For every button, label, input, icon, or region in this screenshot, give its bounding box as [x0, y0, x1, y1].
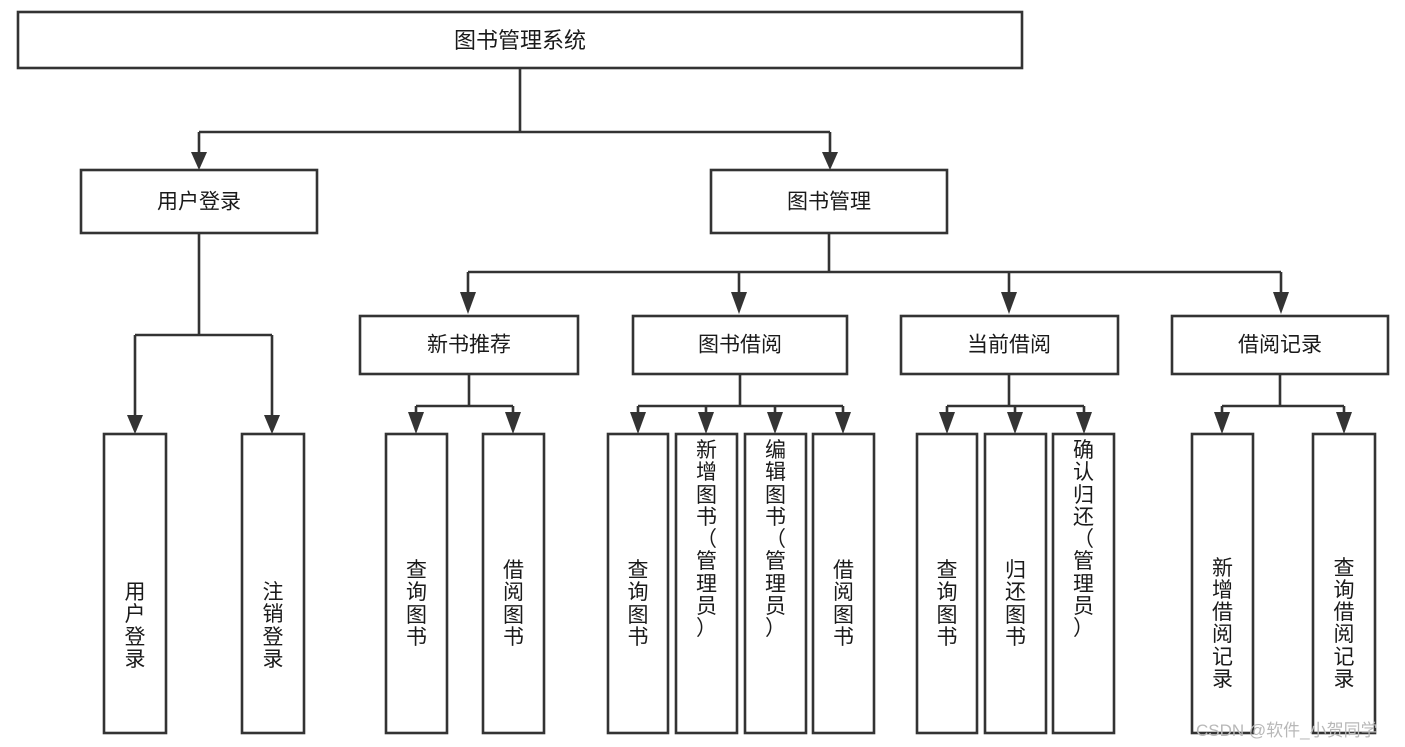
- arrow-leaf-query-book-a: [408, 412, 424, 434]
- node-user-login[interactable]: 用户登录: [79, 168, 319, 235]
- book-borrow-label: 图书借阅: [698, 334, 782, 357]
- arrow-to-book-manage: [822, 152, 838, 170]
- node-book-borrow[interactable]: 图书借阅: [631, 314, 849, 376]
- connector-book-borrow-to-leaves: [630, 374, 851, 434]
- new-book-recommend-label: 新书推荐: [427, 334, 511, 357]
- arrow-to-current-borrow: [1001, 292, 1017, 314]
- arrow-leaf-add-book: [698, 412, 714, 434]
- leaf-box-logout[interactable]: [240, 432, 306, 735]
- node-book-manage[interactable]: 图书管理: [709, 168, 949, 235]
- leaf-box-add-book[interactable]: [674, 432, 739, 735]
- arrow-leaf-add-record: [1214, 412, 1230, 434]
- arrow-leaf-borrow-book-b: [835, 412, 851, 434]
- arrow-to-borrow-record: [1273, 292, 1289, 314]
- leaf-box-return-book[interactable]: [983, 432, 1048, 735]
- node-new-book-recommend[interactable]: 新书推荐: [358, 314, 580, 376]
- node-borrow-record[interactable]: 借阅记录: [1170, 314, 1390, 376]
- current-borrow-label: 当前借阅: [967, 334, 1051, 357]
- connector-current-borrow-to-leaves: [939, 374, 1092, 434]
- root-box[interactable]: [16, 10, 1024, 70]
- arrow-leaf-return-book: [1007, 412, 1023, 434]
- leaf-box-query-book-b[interactable]: [606, 432, 670, 735]
- arrow-to-book-borrow: [731, 292, 747, 314]
- user-login-label: 用户登录: [157, 191, 241, 214]
- user-login-box[interactable]: [79, 168, 319, 235]
- connector-root-to-level2: [191, 68, 838, 170]
- new-book-recommend-box[interactable]: [358, 314, 580, 376]
- arrow-leaf-query-book-c: [939, 412, 955, 434]
- leaf-box-borrow-book-a[interactable]: [481, 432, 546, 735]
- leaf-box-user-login[interactable]: [102, 432, 168, 735]
- leaf-box-borrow-book-b[interactable]: [811, 432, 876, 735]
- leaf-box-query-book-a[interactable]: [384, 432, 449, 735]
- connector-user-login-to-leaves: [127, 233, 280, 434]
- connector-book-manage-to-level3: [460, 233, 1289, 314]
- connector-borrow-record-to-leaves: [1214, 374, 1352, 434]
- arrow-leaf-query-record: [1336, 412, 1352, 434]
- arrow-to-new-book: [460, 292, 476, 314]
- leaf-box-query-book-c[interactable]: [915, 432, 979, 735]
- arrow-leaf-confirm-return: [1076, 412, 1092, 434]
- leaf-box-query-record[interactable]: [1311, 432, 1377, 735]
- connector-new-book-to-leaves: [408, 374, 521, 434]
- book-manage-label: 图书管理: [787, 191, 871, 214]
- node-current-borrow[interactable]: 当前借阅: [899, 314, 1120, 376]
- borrow-record-label: 借阅记录: [1238, 334, 1322, 357]
- node-root[interactable]: 图书管理系统: [16, 10, 1024, 70]
- arrow-to-user-login: [191, 152, 207, 170]
- arrow-leaf-query-book-b: [630, 412, 646, 434]
- root-label: 图书管理系统: [454, 28, 586, 53]
- arrow-leaf-borrow-book-a: [505, 412, 521, 434]
- arrow-leaf-logout: [264, 415, 280, 434]
- leaf-box-confirm-return[interactable]: [1051, 432, 1116, 735]
- arrow-leaf-user-login: [127, 415, 143, 434]
- leaf-box-edit-book[interactable]: [743, 432, 808, 735]
- current-borrow-box[interactable]: [899, 314, 1120, 376]
- arrow-leaf-edit-book: [767, 412, 783, 434]
- leaf-box-add-record[interactable]: [1190, 432, 1255, 735]
